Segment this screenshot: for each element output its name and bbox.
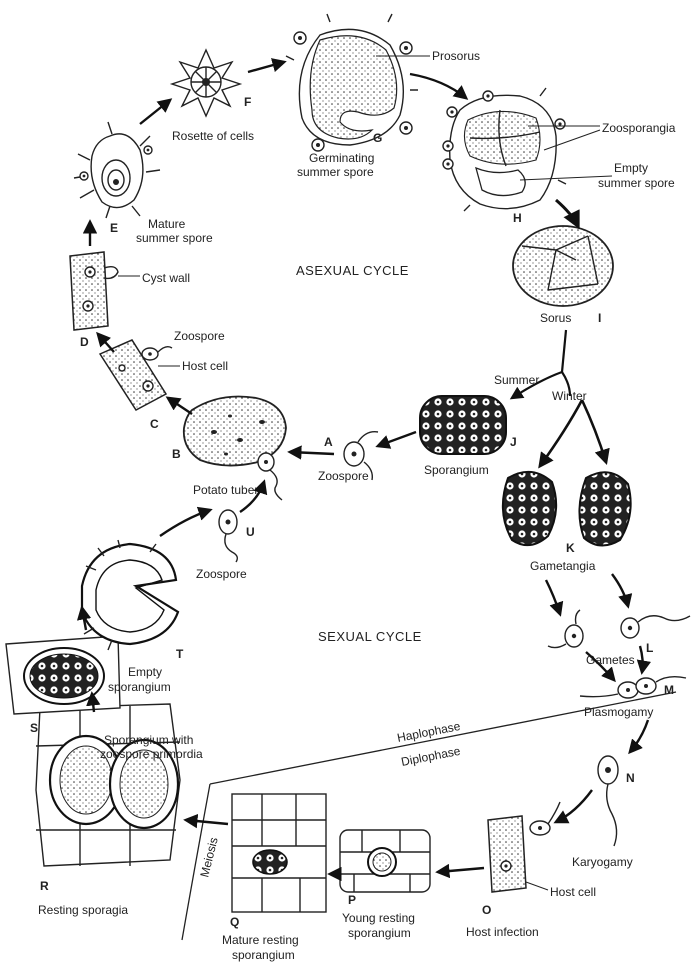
stage-s-label-line1: Sporangium with: [104, 733, 193, 747]
stage-e-label-line2: summer spore: [136, 231, 213, 245]
stage-j-label: Sporangium: [424, 463, 489, 477]
stage-s-label-line2: zoospore primordia: [100, 747, 203, 761]
asexual-cycle-title: ASEXUAL CYCLE: [296, 263, 409, 278]
winter-left-arrow: [540, 400, 582, 466]
stage-q-letter: Q: [230, 915, 239, 929]
stage-t-label-line2: sporangium: [108, 680, 171, 694]
empty-summer-spore-figure: [443, 88, 566, 211]
stage-d-label: Cyst wall: [142, 271, 190, 285]
arrow-e-to-f: [140, 100, 170, 124]
stage-s-letter: S: [30, 721, 38, 735]
stage-q-label-line1: Mature resting: [222, 933, 299, 947]
meiosis-label: Meiosis: [197, 836, 220, 879]
stage-i-label: Sorus: [540, 311, 571, 325]
diplophase-label: Diplophase: [400, 744, 462, 769]
stage-m-letter: M: [664, 683, 674, 697]
stage-c-label: Host cell: [182, 359, 228, 373]
stage-n-letter: N: [626, 771, 635, 785]
stage-b-label: Potato tuber: [193, 483, 258, 497]
sporangium-j-figure: [420, 396, 506, 454]
host-cell-figure: [100, 340, 172, 410]
gametes-figure: [548, 610, 690, 648]
arrow-q-to-r: [186, 820, 228, 824]
arrow-j-to-a: [378, 432, 416, 446]
stage-q-label-line2: sporangium: [232, 948, 295, 962]
stage-r-label: Resting sporagia: [38, 903, 128, 917]
stage-u-letter: U: [246, 525, 255, 539]
sporangium-primordia-figure: [6, 636, 120, 714]
arrow-g-to-h: [410, 74, 466, 98]
arrow-m-to-n: [630, 720, 648, 752]
stage-f-label: Rosette of cells: [172, 129, 254, 143]
stage-j-letter: J: [510, 435, 517, 449]
prosorus-label: Prosorus: [432, 49, 480, 63]
arrow-n-to-o: [556, 790, 592, 822]
cyst-wall-figure: [70, 252, 118, 330]
stage-u-label: Zoospore: [196, 567, 247, 581]
stage-f-letter: F: [244, 95, 251, 109]
stage-m-label: Plasmogamy: [584, 705, 653, 719]
stage-p-label-line1: Young resting: [342, 911, 415, 925]
germinating-summer-spore-figure: [286, 14, 418, 151]
arrow-c-to-d: [98, 334, 114, 352]
stage-r-letter: R: [40, 879, 49, 893]
stage-p-letter: P: [348, 893, 356, 907]
winter-right-arrow: [582, 400, 606, 462]
stage-o-label: Host infection: [466, 925, 539, 939]
stage-d-letter: D: [80, 335, 89, 349]
young-resting-sporangium-figure: [340, 830, 430, 892]
host-cell-o-label: Host cell: [550, 885, 596, 899]
arrow-k-to-gamete-right: [612, 574, 628, 606]
stage-g-label-line2: summer spore: [297, 165, 374, 179]
arrow-k-to-gamete-left: [546, 580, 560, 614]
stage-h-label-line2: summer spore: [598, 176, 675, 190]
arrow-a-to-b: [290, 452, 334, 454]
stage-b-letter: B: [172, 447, 181, 461]
zoosporangia-label: Zoosporangia: [602, 121, 676, 135]
stage-k-letter: K: [566, 541, 575, 555]
arrow-f-to-g: [248, 62, 284, 72]
stage-g-label-line1: Germinating: [309, 151, 374, 165]
host-infection-figure: [488, 802, 560, 892]
arrow-o-to-p: [438, 868, 484, 872]
stage-a-letter: A: [324, 435, 333, 449]
arrow-gamete-to-m-right: [640, 646, 643, 672]
stage-o-letter: O: [482, 903, 491, 917]
stage-e-letter: E: [110, 221, 118, 235]
stage-t-letter: T: [176, 647, 184, 661]
arrow-h-to-i: [556, 200, 578, 226]
sexual-cycle-title: SEXUAL CYCLE: [318, 629, 422, 644]
stage-g-letter: G: [373, 131, 382, 145]
gametangia-figure: [503, 472, 631, 546]
stage-p-label-line2: sporangium: [348, 926, 411, 940]
resting-sporagia-figure: [36, 704, 180, 866]
stage-n-label: Karyogamy: [572, 855, 633, 869]
branch-stem: [562, 330, 566, 372]
karyogamy-figure: [598, 756, 618, 846]
mature-summer-spore-figure: [74, 122, 160, 218]
stage-e-label-line1: Mature: [148, 217, 186, 231]
zoospore-u-figure: [219, 510, 237, 562]
rosette-of-cells-figure: [172, 50, 240, 116]
arrow-t-to-u: [160, 510, 210, 536]
mature-resting-sporangium-figure: [232, 794, 326, 912]
stage-l-letter: L: [646, 641, 653, 655]
zoospore-d-label: Zoospore: [174, 329, 225, 343]
arrow-b-to-c: [168, 398, 192, 414]
stage-h-label-line1: Empty: [614, 161, 648, 175]
sorus-figure: [513, 226, 613, 306]
stage-c-letter: C: [150, 417, 159, 431]
empty-sporangium-figure: [82, 540, 178, 650]
stage-t-label-line1: Empty: [128, 665, 162, 679]
stage-a-label: Zoospore: [318, 469, 369, 483]
stage-i-letter: I: [598, 311, 601, 325]
stage-k-label: Gametangia: [530, 559, 596, 573]
stage-h-letter: H: [513, 211, 522, 225]
